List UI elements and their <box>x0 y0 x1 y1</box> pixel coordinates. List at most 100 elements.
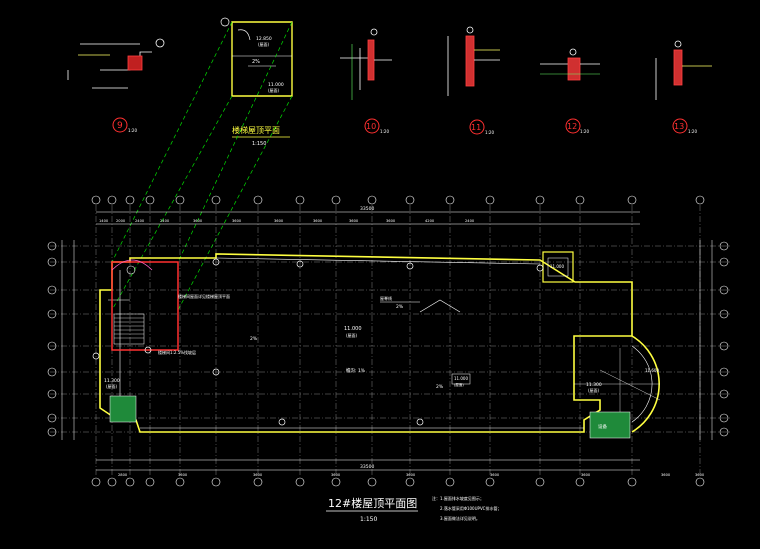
slope-mid: 2% <box>436 384 444 390</box>
left-green-area <box>109 395 137 423</box>
detail-12-circle <box>565 118 581 134</box>
axis-bubble-right <box>719 341 729 351</box>
ramp-elev: 11.600 <box>645 368 659 373</box>
axis-bubble-bottom <box>485 477 495 487</box>
top-dim-label: 4200 <box>425 219 435 223</box>
stair-elev2: 11.000 <box>268 82 284 88</box>
bottom-dim-label: 3600 <box>406 473 416 477</box>
axis-bubble-bottom <box>91 477 101 487</box>
center-elev: 11.000 <box>344 326 362 332</box>
axis-bubble-top <box>331 195 341 205</box>
projection-lines <box>111 21 293 311</box>
note-line-3: 3.屋面做法详见说明。 <box>440 515 480 521</box>
right-round-elev: 11.300 <box>586 382 602 388</box>
top-dim-label: 2400 <box>465 219 475 223</box>
top-dim-label: 3600 <box>313 219 323 223</box>
downpipe-icon <box>212 258 220 266</box>
axis-bubble-bottom <box>107 477 117 487</box>
top-dim-label: 2400 <box>160 219 170 223</box>
detail-10-scale: 1:20 <box>380 129 389 134</box>
axis-bubble-bottom <box>295 477 305 487</box>
axis-bubble-right <box>719 285 729 295</box>
axis-bubble-top <box>295 195 305 205</box>
axis-bubble-top <box>91 195 101 205</box>
axis-bubble-top <box>253 195 263 205</box>
left-room-label: 11.300 <box>104 378 120 384</box>
stair-elev-sub: (屋面) <box>258 41 270 47</box>
lower-note: 檐沟: 1% <box>346 367 366 374</box>
axis-bubble-right <box>719 413 729 423</box>
axis-bubble-top <box>695 195 705 205</box>
axis-bubble-top <box>175 195 185 205</box>
axis-bubble-top <box>367 195 377 205</box>
top-total-dim: 33500 <box>360 206 374 212</box>
bottom-total-dim: 33500 <box>360 464 374 470</box>
detail-9-circle <box>112 117 128 133</box>
axis-bubble-top <box>535 195 545 205</box>
equip-label: 设备 <box>598 423 607 430</box>
bottom-dim-label: 2800 <box>118 473 128 477</box>
bottom-dim-label: 3600 <box>178 473 188 477</box>
axis-bubble-bottom <box>331 477 341 487</box>
slope-main: 2% <box>396 304 404 310</box>
axis-bubble-top <box>107 195 117 205</box>
detail-10 <box>340 28 392 100</box>
axis-bubbles <box>47 195 729 487</box>
axis-bubble-right <box>719 389 729 399</box>
right-round-room <box>574 335 661 433</box>
detail-12 <box>540 48 600 81</box>
axis-bubble-top <box>445 195 455 205</box>
axis-bubble-top <box>145 195 155 205</box>
stair-note: 楼梯间屋面详见楼梯屋顶平面 <box>178 293 230 299</box>
stair-room <box>111 259 179 351</box>
detail-11-circle <box>469 119 485 135</box>
axis-bubble-bottom <box>575 477 585 487</box>
stair-roof-title: 楼梯屋顶平面 <box>232 125 280 135</box>
downpipe-icon <box>406 262 414 270</box>
detail-11-num: 11 <box>471 123 481 132</box>
building-outline <box>99 253 633 433</box>
axis-bubble-bottom <box>125 477 135 487</box>
axis-bubble-top <box>211 195 221 205</box>
axis-bubble-bottom <box>627 477 637 487</box>
axis-bubble-bottom <box>695 477 705 487</box>
detail-13-scale: 1:20 <box>688 129 697 134</box>
axis-bubble-bottom <box>445 477 455 487</box>
bottom-dim-label: 3600 <box>581 473 591 477</box>
downpipes <box>92 258 544 426</box>
downpipe-icon <box>212 368 220 376</box>
top-dim-label: 3600 <box>386 219 396 223</box>
axis-bubble-right <box>719 309 729 319</box>
axis-bubble-bottom <box>405 477 415 487</box>
detail-9-num: 9 <box>117 121 123 131</box>
axis-bubble-bottom <box>175 477 185 487</box>
note-line-1: 注：1.屋面排水坡度见图示； <box>432 495 484 501</box>
lower-elev-box <box>451 373 471 385</box>
stair-roof-scale: 1:150 <box>252 141 266 147</box>
downpipe-icon <box>144 346 152 354</box>
left-room-sub: (屋面) <box>106 383 118 389</box>
stair-elev: 12.850 <box>256 36 272 42</box>
axis-bubble-right <box>719 367 729 377</box>
top-dim-label: 3600 <box>349 219 359 223</box>
axis-bubble-bottom <box>253 477 263 487</box>
downpipe-icon <box>536 264 544 272</box>
detail-13-circle <box>672 118 688 134</box>
main-title: 12#楼屋顶平面图 <box>328 496 417 510</box>
axis-bubble-bottom <box>211 477 221 487</box>
axis-bubble-bottom <box>535 477 545 487</box>
stair-note-2: 楼梯间1:2.5%找坡层 <box>158 349 196 355</box>
downpipe-icon <box>278 418 286 426</box>
main-title-scale: 1:150 <box>360 516 377 523</box>
top-dim-label: 2400 <box>135 219 145 223</box>
axis-bubble-top <box>627 195 637 205</box>
downpipe-icon <box>92 352 100 360</box>
bottom-dim-label: 3600 <box>661 473 671 477</box>
detail-11 <box>447 26 500 96</box>
detail-12-scale: 1:20 <box>580 129 589 134</box>
axis-bubble-right <box>719 241 729 251</box>
top-dim-label: 3600 <box>193 219 203 223</box>
